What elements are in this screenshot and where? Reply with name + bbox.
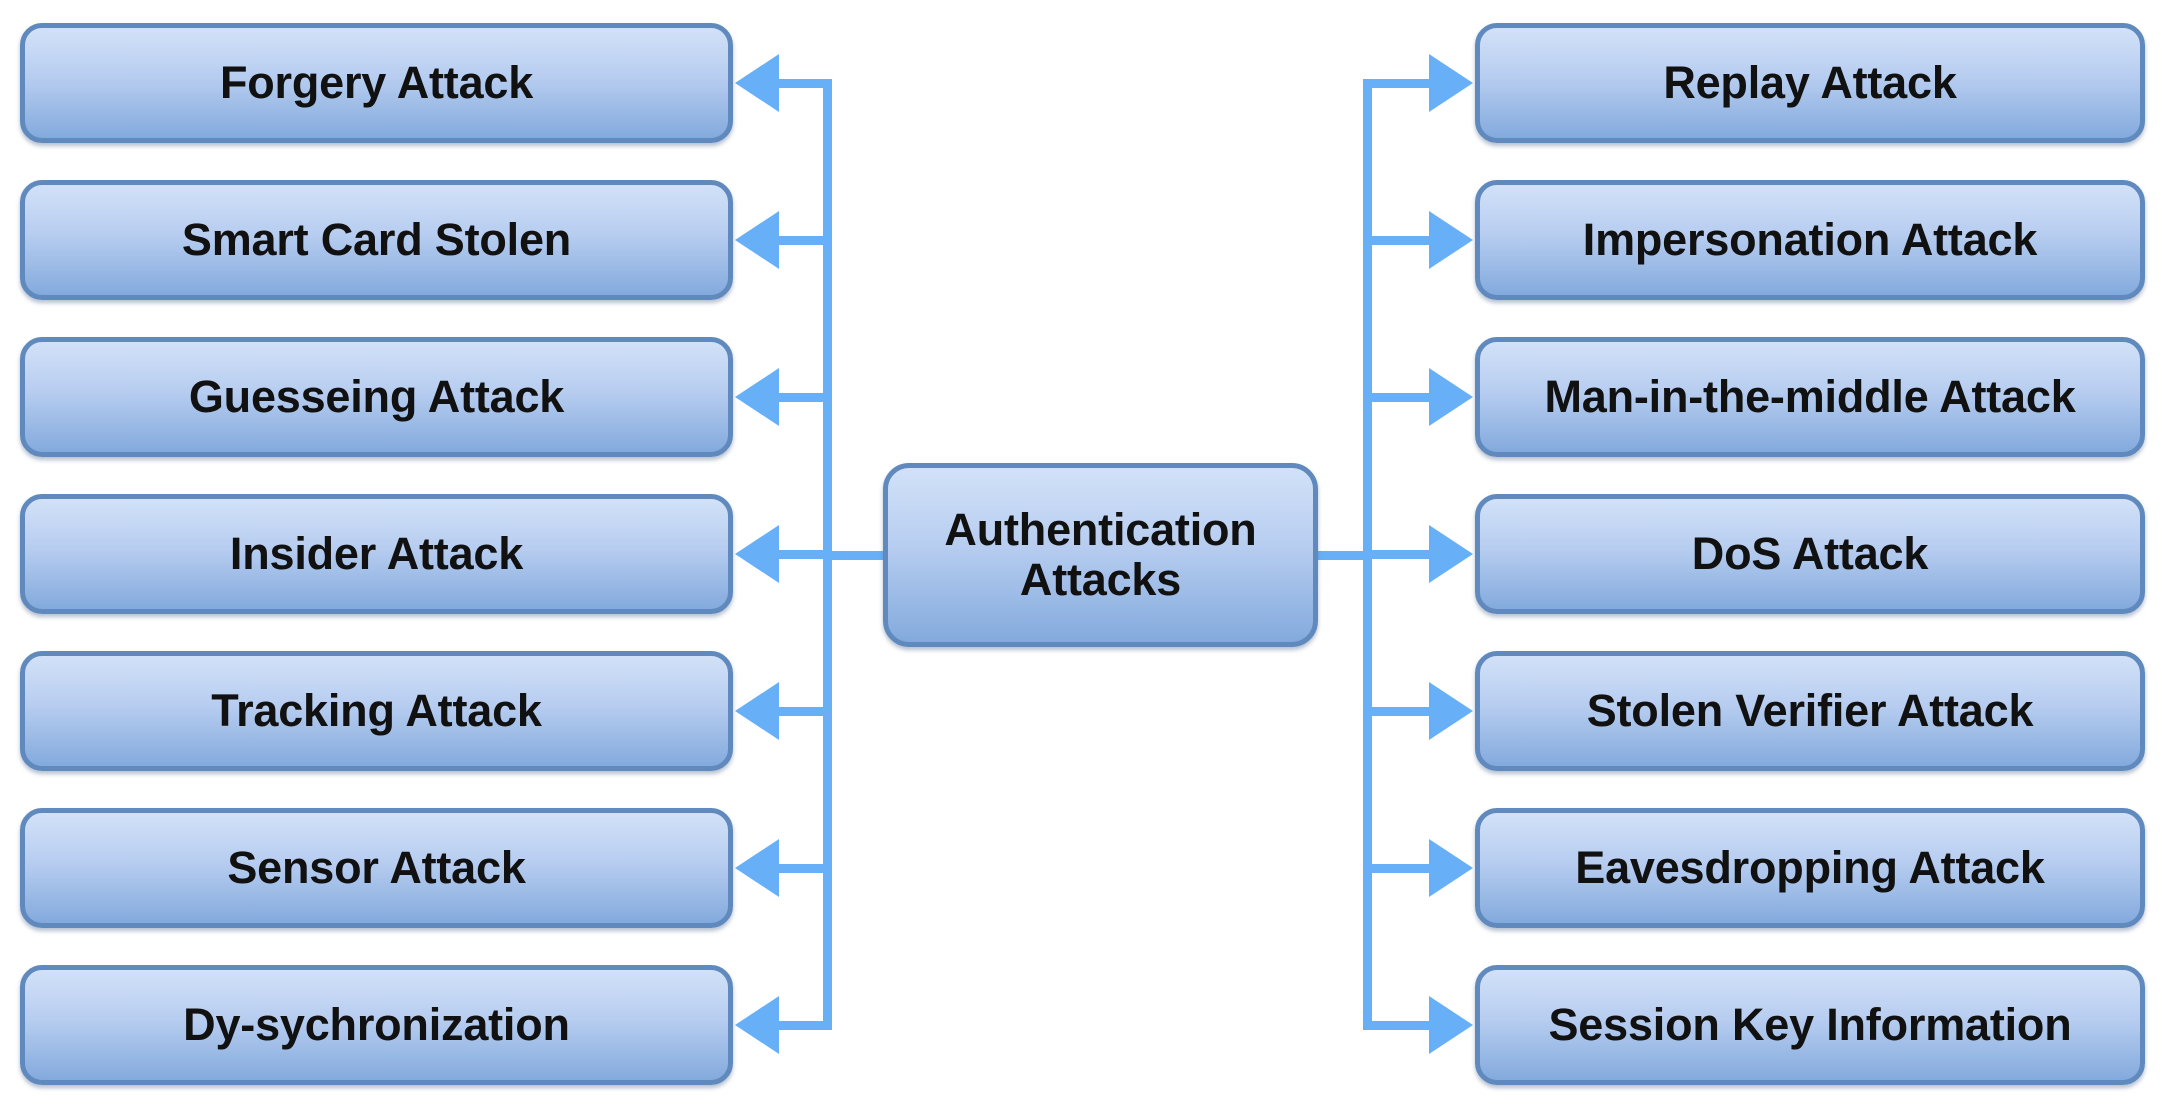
node-man-in-the-middle-attack[interactable]: Man-in-the-middle Attack <box>1475 337 2145 457</box>
branch-arm-right-1 <box>1362 235 1435 245</box>
node-label: DoS Attack <box>1691 527 1929 579</box>
node-label: Guesseing Attack <box>188 370 565 422</box>
node-guesseing-attack[interactable]: Guesseing Attack <box>20 337 733 457</box>
branch-arm-right-3 <box>1362 549 1435 559</box>
node-dy-sychronization[interactable]: Dy-sychronization <box>20 965 733 1085</box>
arrowhead-left-1 <box>735 211 779 269</box>
branch-arm-right-5 <box>1362 863 1435 873</box>
node-label: Stolen Verifier Attack <box>1586 684 2034 736</box>
node-sensor-attack[interactable]: Sensor Attack <box>20 808 733 928</box>
node-session-key-information[interactable]: Session Key Information <box>1475 965 2145 1085</box>
branch-arm-left-5 <box>773 863 832 873</box>
node-label: Tracking Attack <box>211 684 542 736</box>
node-tracking-attack[interactable]: Tracking Attack <box>20 651 733 771</box>
branch-arm-left-3 <box>773 549 832 559</box>
branch-arm-left-6 <box>773 1020 832 1030</box>
node-insider-attack[interactable]: Insider Attack <box>20 494 733 614</box>
node-label: Session Key Information <box>1548 998 2072 1050</box>
node-label: Man-in-the-middle Attack <box>1544 370 2076 422</box>
node-stolen-verifier-attack[interactable]: Stolen Verifier Attack <box>1475 651 2145 771</box>
arrowhead-right-1 <box>1429 211 1473 269</box>
node-impersonation-attack[interactable]: Impersonation Attack <box>1475 180 2145 300</box>
node-label: Eavesdropping Attack <box>1575 841 2045 893</box>
node-label: Sensor Attack <box>227 841 526 893</box>
branch-arm-left-4 <box>773 706 832 716</box>
node-smart-card-stolen[interactable]: Smart Card Stolen <box>20 180 733 300</box>
node-eavesdropping-attack[interactable]: Eavesdropping Attack <box>1475 808 2145 928</box>
arrowhead-left-2 <box>735 368 779 426</box>
node-replay-attack[interactable]: Replay Attack <box>1475 23 2145 143</box>
node-label: Insider Attack <box>229 527 524 579</box>
branch-arm-left-1 <box>773 235 832 245</box>
arrowhead-left-4 <box>735 682 779 740</box>
branch-arm-right-6 <box>1362 1020 1435 1030</box>
root-stem-left <box>827 550 883 560</box>
node-label: Dy-sychronization <box>183 998 570 1050</box>
node-forgery-attack[interactable]: Forgery Attack <box>20 23 733 143</box>
node-dos-attack[interactable]: DoS Attack <box>1475 494 2145 614</box>
branch-arm-right-2 <box>1362 392 1435 402</box>
node-label: Authentication Attacks <box>944 503 1257 605</box>
arrowhead-left-6 <box>735 996 779 1054</box>
arrowhead-right-5 <box>1429 839 1473 897</box>
node-label: Impersonation Attack <box>1582 213 2038 265</box>
arrowhead-left-3 <box>735 525 779 583</box>
arrowhead-right-6 <box>1429 996 1473 1054</box>
arrowhead-left-5 <box>735 839 779 897</box>
branch-arm-right-4 <box>1362 706 1435 716</box>
node-label: Forgery Attack <box>219 56 534 108</box>
arrowhead-left-0 <box>735 54 779 112</box>
node-authentication-attacks-root[interactable]: Authentication Attacks <box>883 463 1318 647</box>
node-label: Replay Attack <box>1663 56 1957 108</box>
root-stem-right <box>1318 550 1367 560</box>
arrowhead-right-3 <box>1429 525 1473 583</box>
arrowhead-right-4 <box>1429 682 1473 740</box>
node-label: Smart Card Stolen <box>181 213 572 265</box>
branch-arm-left-0 <box>773 78 832 88</box>
arrowhead-right-0 <box>1429 54 1473 112</box>
branch-arm-left-2 <box>773 392 832 402</box>
branch-arm-right-0 <box>1362 78 1435 88</box>
arrowhead-right-2 <box>1429 368 1473 426</box>
